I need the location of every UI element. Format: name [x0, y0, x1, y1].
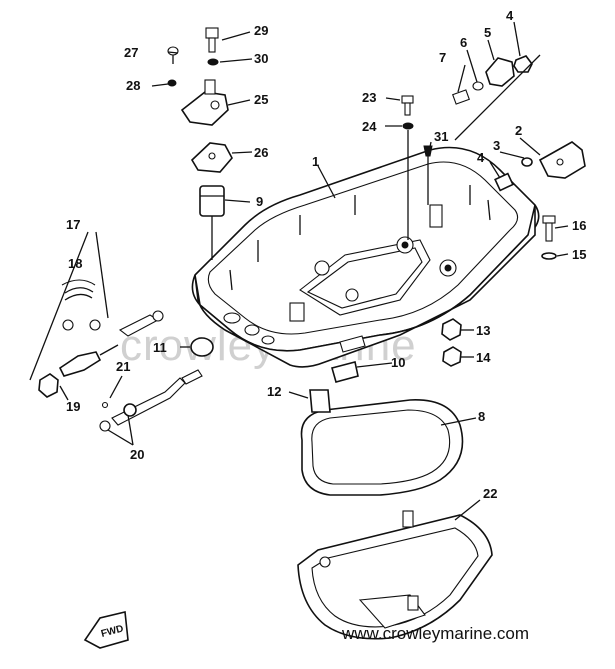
part-13-grommet: [441, 318, 462, 341]
part-19-nut: [38, 373, 59, 398]
seal-ring: [300, 399, 464, 496]
part-21-clip: [101, 401, 109, 409]
part-9-grommet: [199, 185, 225, 260]
part-30-washer: [207, 58, 219, 66]
callout-23: 23: [362, 90, 376, 105]
callout-9: 9: [256, 194, 263, 209]
part-24-washer: [402, 122, 414, 130]
callout-19: 19: [66, 399, 80, 414]
part-6-washer: [472, 81, 484, 91]
callout-17: 17: [66, 217, 80, 232]
part-20-cable: [99, 369, 203, 432]
part-14-nut: [442, 346, 462, 367]
callout-18: 18: [68, 256, 82, 271]
part-2-lever: [538, 141, 586, 179]
callout-10: 10: [391, 355, 405, 370]
part-12-grommet: [309, 389, 331, 413]
part-31-screw: [423, 145, 433, 205]
part-18-wire-spring: [61, 279, 101, 331]
callout-numbers: 1 2 3 4 4 5 6 7 8 9 10 11 12 13 14 15 16…: [66, 8, 586, 501]
callout-20: 20: [130, 447, 144, 462]
callout-16: 16: [572, 218, 586, 233]
part-10-plug: [331, 361, 359, 383]
callout-26: 26: [254, 145, 268, 160]
part-26-bracket: [190, 142, 233, 173]
leader-lines: [59, 21, 569, 521]
callout-12: 12: [267, 384, 281, 399]
callout-21: 21: [116, 359, 130, 374]
callout-28: 28: [126, 78, 140, 93]
part-5-bracket: [485, 57, 515, 87]
callout-24: 24: [362, 119, 377, 134]
callout-2: 2: [515, 123, 522, 138]
part-11-grommet: [190, 337, 214, 357]
fwd-arrow: FWD: [83, 611, 129, 649]
part-28-washer: [167, 79, 177, 87]
callout-27: 27: [124, 45, 138, 60]
callout-14: 14: [476, 350, 491, 365]
callout-13: 13: [476, 323, 490, 338]
bottom-cowling: [191, 146, 540, 368]
part-15-washer: [541, 252, 557, 260]
callout-7: 7: [439, 50, 446, 65]
callout-5: 5: [484, 25, 491, 40]
part-4-nut-top: [513, 55, 533, 73]
callout-6: 6: [460, 35, 467, 50]
callout-15: 15: [572, 247, 586, 262]
part-27-screw: [167, 46, 179, 64]
callout-11: 11: [153, 340, 167, 355]
callout-25: 25: [254, 92, 268, 107]
part-16-bolt: [542, 215, 556, 242]
callout-4b: 4: [477, 150, 485, 165]
part-7-bolt: [452, 89, 470, 105]
part-25-bracket: [180, 79, 229, 126]
footer-url: www.crowleymarine.com: [341, 624, 529, 643]
bottom-cover: [297, 510, 493, 640]
callout-1: 1: [312, 154, 319, 169]
callout-31: 31: [434, 129, 448, 144]
cable-assembly-upper: [58, 310, 164, 377]
part-3-washer: [521, 157, 533, 167]
callout-30: 30: [254, 51, 268, 66]
callout-8: 8: [478, 409, 485, 424]
callout-29: 29: [254, 23, 268, 38]
callout-4a: 4: [506, 8, 514, 23]
part-29-bolt: [205, 27, 219, 53]
callout-22: 22: [483, 486, 497, 501]
part-23-bolt: [401, 95, 414, 116]
callout-3: 3: [493, 138, 500, 153]
